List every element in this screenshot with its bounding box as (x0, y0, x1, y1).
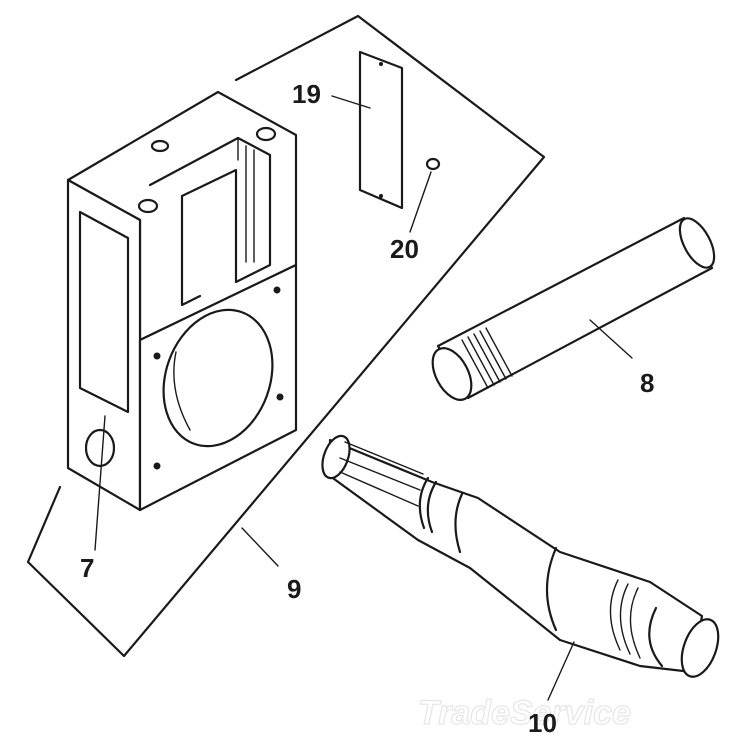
callout-9: 9 (287, 574, 301, 604)
callout-10: 10 (528, 708, 557, 738)
callout-20: 20 (390, 234, 419, 264)
part-20-screw (425, 157, 441, 171)
part-10-shaft (321, 434, 720, 678)
watermark-text: TradeService (418, 694, 631, 732)
part-19-plate (358, 50, 404, 210)
assembly-bracket-9 (26, 14, 546, 658)
callout-8: 8 (640, 368, 654, 398)
part-8-pipe (431, 216, 716, 401)
part-7-housing (66, 90, 298, 512)
callout-7: 7 (80, 553, 94, 583)
callout-19: 19 (292, 79, 321, 109)
leader-lines (94, 95, 633, 701)
